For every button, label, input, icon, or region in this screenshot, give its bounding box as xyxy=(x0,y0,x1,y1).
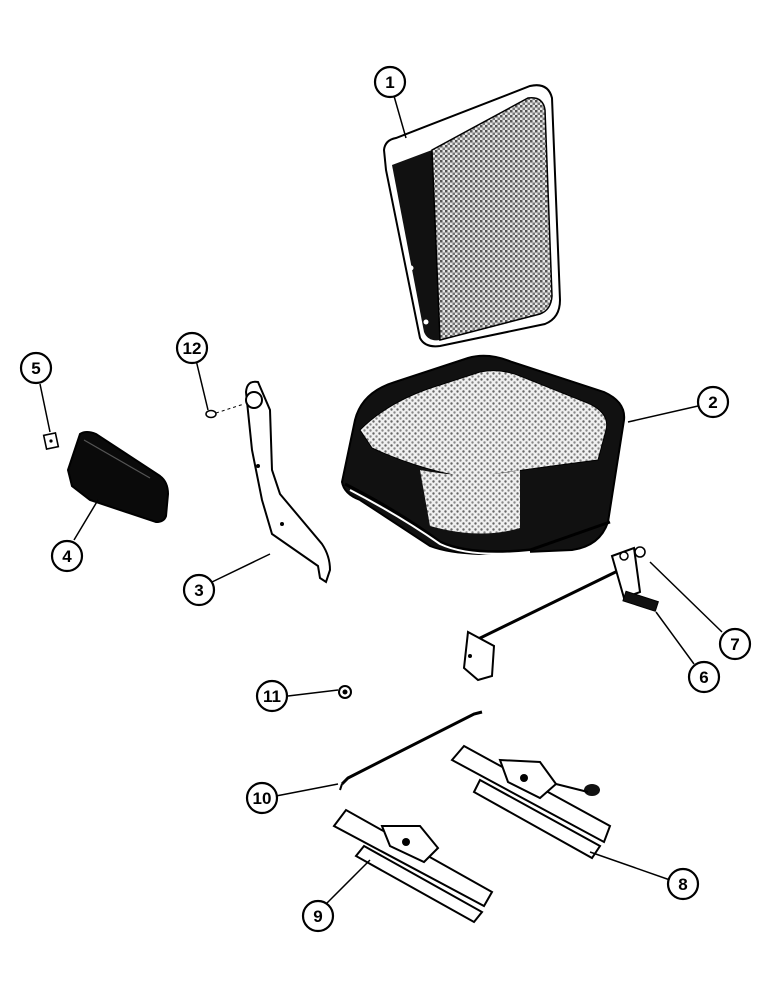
callout-label: 1 xyxy=(385,73,394,92)
callout-label: 4 xyxy=(62,547,72,566)
callout-label: 5 xyxy=(31,359,40,378)
leader-lines xyxy=(39,95,723,907)
callout-5: 5 xyxy=(19,351,53,385)
seat-slide-left-part xyxy=(332,808,494,924)
seat-cushion-part xyxy=(340,354,626,556)
nut-part xyxy=(634,546,646,558)
callout-9: 9 xyxy=(301,899,335,933)
adjustment-rod-part xyxy=(462,546,659,682)
nut-small-part xyxy=(338,685,352,699)
callout-2: 2 xyxy=(696,385,730,419)
callout-label: 10 xyxy=(253,789,272,808)
callout-12: 12 xyxy=(175,331,209,365)
callout-label: 7 xyxy=(730,635,739,654)
clip-part xyxy=(42,431,60,451)
callout-4: 4 xyxy=(50,539,84,573)
callout-label: 12 xyxy=(183,339,202,358)
callout-1: 1 xyxy=(373,65,407,99)
callout-label: 2 xyxy=(708,393,717,412)
side-bracket-part xyxy=(244,380,332,584)
screw-part xyxy=(205,403,245,419)
connecting-rod-part xyxy=(339,710,483,791)
armrest-part xyxy=(66,431,170,524)
callout-label: 3 xyxy=(194,581,203,600)
callout-6: 6 xyxy=(687,660,721,694)
callout-label: 9 xyxy=(313,907,322,926)
callout-label: 8 xyxy=(678,875,687,894)
callout-11: 11 xyxy=(255,679,289,713)
callout-3: 3 xyxy=(182,573,216,607)
seat-back-part xyxy=(382,84,562,348)
callout-label: 11 xyxy=(263,687,281,706)
callout-7: 7 xyxy=(718,627,752,661)
callout-10: 10 xyxy=(245,781,279,815)
callout-label: 6 xyxy=(699,668,708,687)
seat-slide-right-part xyxy=(450,744,612,860)
callout-8: 8 xyxy=(666,867,700,901)
